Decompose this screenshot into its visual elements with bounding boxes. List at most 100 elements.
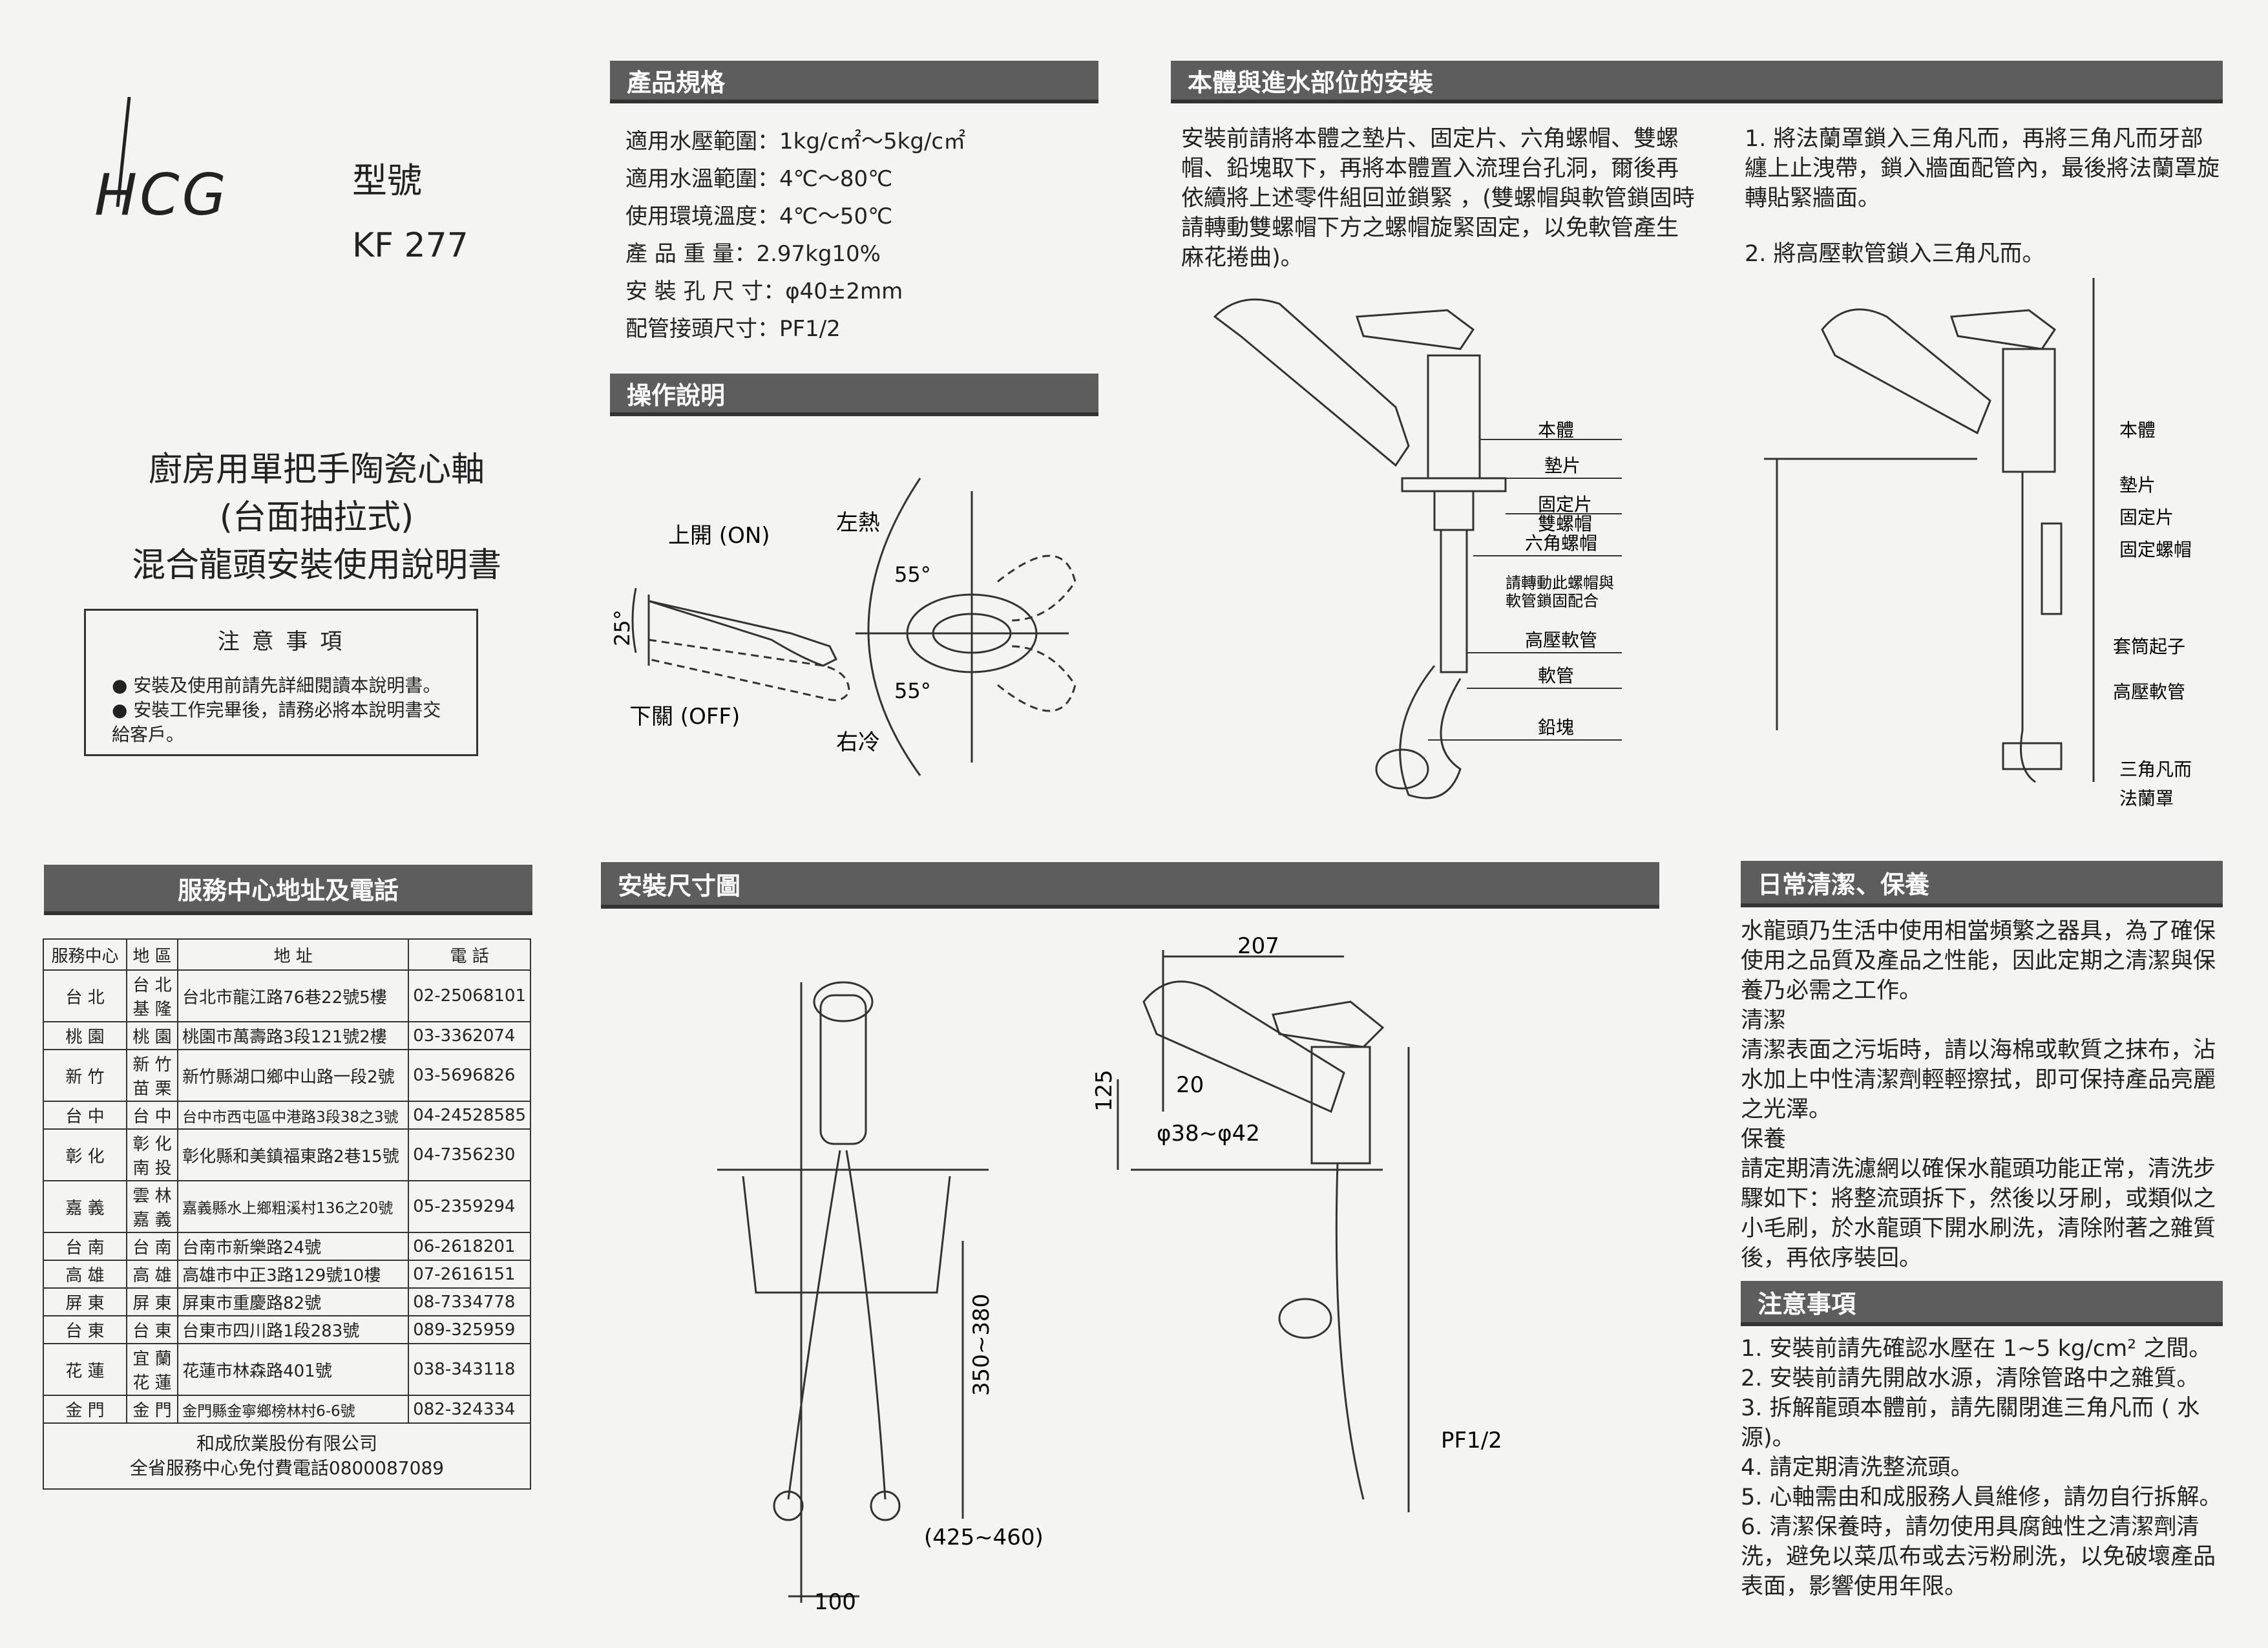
spec-list: 適用水壓範圍：1kg/c㎡～5kg/c㎡ 適用水溫範圍：4℃～80℃ 使用環境溫…: [625, 123, 1091, 348]
footer-cell: 和成欣業股份有限公司 全省服務中心免付費電話0800087089: [43, 1422, 531, 1490]
care-section: 水龍頭乃生活中使用相當頻繁之器具，為了確保使用之品質及產品之性能，因此定期之清潔…: [1741, 916, 2223, 1273]
header-cell: 地 區: [126, 938, 179, 971]
notice-text: 安裝及使用前請先詳細閱讀本說明書。: [133, 675, 441, 696]
install-step: 2. 將高壓軟管鎖入三角凡而。: [1745, 241, 2045, 267]
cell-tel: 03-3362074: [408, 1021, 531, 1050]
part-label: 墊片: [1544, 455, 1580, 476]
cell-area: 台 中: [126, 1101, 179, 1130]
cell-area: 桃 園: [126, 1021, 179, 1050]
part-label: 軟管: [1538, 665, 1574, 686]
part-label: 請轉動此螺帽與: [1506, 574, 1614, 592]
install-heading-bar: 本體與進水部位的安裝: [1171, 61, 2223, 103]
cell-addr: 屏東市重慶路82號: [177, 1287, 410, 1316]
cell-center: 彰 化: [42, 1128, 128, 1181]
service-heading: 服務中心地址及電話: [177, 876, 399, 905]
cell-addr: 高雄市中正3路129號10樓: [177, 1260, 410, 1289]
sink-icon: [742, 1176, 951, 1294]
notice-text: 安裝工作完畢後，請務必將本說明書交給客戶。: [112, 699, 441, 745]
lever-off-icon: [648, 639, 850, 701]
install-steps: 1. 將法蘭罩鎖入三角凡而，再將三角凡而牙部纏上止洩帶，鎖入牆面配管內，最後將法…: [1745, 124, 2223, 269]
install-diagram-right: 本體 墊片 固定片 固定螺帽 套筒起子 高壓軟管 三角凡而 法蘭罩: [1764, 278, 2192, 809]
cell-center: 台 北: [42, 969, 128, 1022]
cell-center: 新 竹: [42, 1049, 128, 1102]
cell-addr: 台東市四川路1段283號: [177, 1315, 410, 1344]
company-name: 和成欣業股份有限公司: [196, 1433, 377, 1454]
angle-label: 55°: [894, 679, 931, 703]
lever-on-icon: [648, 600, 838, 667]
spec-value: PF1/2: [779, 316, 841, 342]
part-label: 固定片: [1538, 494, 1592, 515]
install-text: 安裝前請將本體之墊片、固定片、六角螺帽、雙螺帽、鉛塊取下，再將本體置入流理台孔洞…: [1181, 126, 1695, 271]
header-cell: 電 話: [408, 938, 531, 971]
cell-tel: 03-5696826: [408, 1049, 531, 1102]
spec-label: 產 品 重 量: [625, 241, 735, 267]
part-label: 鉛塊: [1538, 717, 1574, 738]
part-label: 墊片: [2119, 474, 2156, 496]
clean-title: 清潔: [1741, 1008, 1787, 1033]
spec-row: 配管接頭尺寸：PF1/2: [625, 316, 841, 342]
spec-heading: 產品規格: [627, 68, 726, 97]
operation-diagram: 上開 (ON) 下關 (OFF) 25° 左熱 右冷 55° 55°: [610, 478, 1076, 776]
title-line: 廚房用單把手陶瓷心軸: [148, 450, 485, 489]
operation-heading: 操作說明: [627, 381, 726, 410]
spec-row: 使用環境溫度：4℃～50℃: [625, 204, 893, 229]
dims-heading-bar: 安裝尺寸圖: [601, 862, 1659, 909]
cell-center: 台 東: [42, 1315, 128, 1344]
cell-tel: 038-343118: [408, 1343, 531, 1396]
caution-heading: 注意事項: [1758, 1289, 1856, 1318]
spec-row: 安 裝 孔 尺 寸：φ40±2mm: [625, 279, 903, 304]
socket-wrench-icon: [2041, 522, 2063, 615]
valve-icon: [773, 1490, 804, 1521]
angle-label: 55°: [894, 562, 931, 587]
install-step: 1. 將法蘭罩鎖入三角凡而，再將三角凡而牙部纏上止洩帶，鎖入牆面配管內，最後將法…: [1745, 126, 2220, 211]
part-label: 高壓軟管: [1525, 629, 1597, 651]
cell-tel: 05-2359294: [408, 1180, 531, 1233]
cell-area: 金 門: [126, 1395, 179, 1424]
spec-label: 安 裝 孔 尺 寸: [625, 279, 764, 304]
care-heading: 日常清潔、保養: [1758, 870, 1930, 899]
care-heading-bar: 日常清潔、保養: [1741, 861, 2223, 907]
cell-addr: 金門縣金寧鄉榜林村6-6號: [177, 1395, 410, 1424]
spec-value: 4℃～50℃: [779, 204, 893, 229]
dim-label: 350~380: [969, 1294, 994, 1396]
faucet-body-icon: [1427, 354, 1481, 480]
part-label: 固定片: [2119, 507, 2174, 528]
spec-value: φ40±2mm: [785, 279, 903, 304]
cell-center: 屏 東: [42, 1287, 128, 1316]
spec-heading-bar: 產品規格: [610, 61, 1098, 103]
model-label: 型號: [352, 160, 422, 201]
cell-area: 新 竹 苗 栗: [126, 1049, 179, 1102]
pullout-spray-icon: [1213, 298, 1410, 467]
caution-list: 1. 安裝前請先確認水壓在 1~5 kg/cm² 之間。 2. 安裝前請先開啟水…: [1741, 1334, 2223, 1601]
angle-valve-icon: [2002, 742, 2063, 770]
spec-value: 2.97kg10%: [756, 241, 881, 267]
notice-box: 注 意 事 項 ● 安裝及使用前請先詳細閱讀本說明書。 ● 安裝工作完畢後，請務…: [84, 609, 478, 756]
handle-top-icon: [906, 593, 1038, 673]
part-label: 雙螺帽: [1538, 513, 1592, 534]
notice-item: ● 安裝工作完畢後，請務必將本說明書交給客戶。: [112, 699, 441, 745]
cell-addr: 彰化縣和美鎮福東路2巷15號: [177, 1128, 410, 1181]
spec-row: 產 品 重 量：2.97kg10%: [625, 241, 881, 267]
pullout-spray-icon: [1821, 308, 1991, 435]
on-label: 上開 (ON): [668, 523, 770, 549]
hcg-logo-icon: [116, 96, 131, 207]
cell-addr: 嘉義縣水上鄉粗溪村136之20號: [177, 1180, 410, 1233]
part-label: 高壓軟管: [2113, 681, 2185, 703]
part-label: 軟管鎖固配合: [1506, 592, 1599, 610]
cell-area: 雲 林 嘉 義: [126, 1180, 179, 1233]
cell-center: 花 蓮: [42, 1343, 128, 1396]
notice-item: ● 安裝及使用前請先詳細閱讀本說明書。: [112, 675, 441, 696]
cold-label: 右冷: [836, 730, 880, 755]
title-line: 混合龍頭安裝使用說明書: [131, 546, 501, 585]
cell-center: 高 雄: [42, 1260, 128, 1289]
pullout-spray-icon: [1142, 980, 1345, 1114]
angle-label: 25°: [610, 609, 635, 646]
lever-icon: [1355, 309, 1475, 350]
lever-icon: [1272, 1000, 1385, 1048]
